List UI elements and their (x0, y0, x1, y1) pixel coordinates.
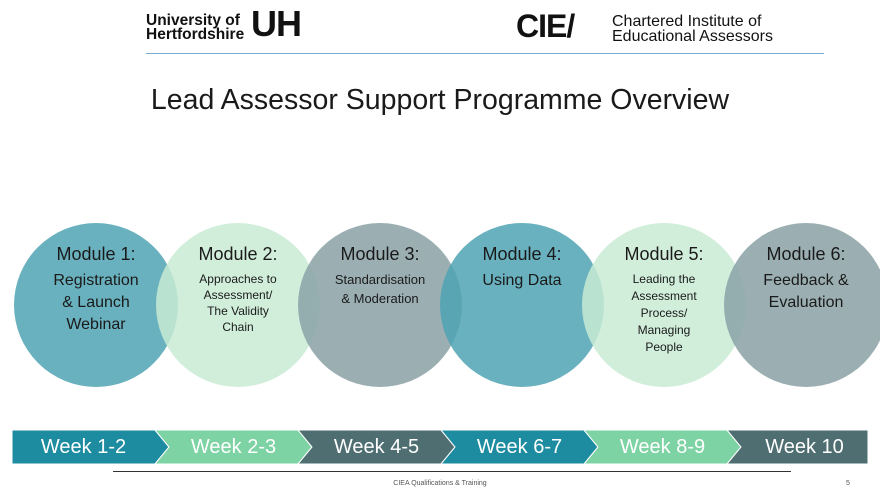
footer-divider (113, 471, 791, 472)
week-5-chevron (583, 430, 742, 464)
module-5-line: People (645, 340, 683, 354)
module-5-title: Module 5: (624, 244, 704, 264)
week-2-chevron (154, 430, 313, 464)
module-5-line: Leading the (632, 272, 696, 286)
week-3-chevron (297, 430, 456, 464)
week-3-label: Week 4-5 (333, 436, 420, 458)
module-3-line: Standardisation (334, 272, 426, 287)
ciea-name-line1: Chartered Institute of (612, 13, 762, 30)
module-4-line: Using Data (482, 272, 562, 289)
module-2-line: Approaches to (199, 272, 277, 286)
module-2-line: Assessment/ (203, 288, 273, 302)
module-1-title: Module 1: (56, 244, 136, 264)
module-1-line: Webinar (66, 316, 126, 333)
header-divider (146, 53, 824, 54)
university-name-line1: University of (146, 12, 240, 29)
footer-text: CIEA Qualifications & Training (393, 480, 487, 487)
module-3-title: Module 3: (340, 244, 420, 264)
module-5-line: Process/ (640, 306, 688, 320)
module-6-circle (724, 223, 880, 387)
module-2-line: The Validity (207, 304, 269, 318)
module-6-title: Module 6: (766, 244, 846, 264)
week-2-label: Week 2-3 (190, 436, 277, 458)
university-name-line2: Hertfordshire (146, 26, 245, 43)
week-4-label: Week 6-7 (476, 436, 563, 458)
ciea-name-line2: Educational Assessors (612, 28, 773, 45)
week-5-label: Week 8-9 (619, 436, 706, 458)
week-1-label: Week 1-2 (40, 436, 127, 458)
module-2-circle (156, 223, 320, 387)
week-6-label: Week 10 (765, 436, 844, 458)
module-2-title: Module 2: (198, 244, 278, 264)
week-timeline (11, 430, 869, 464)
module-1-line: Registration (53, 272, 139, 289)
module-4-circle (440, 223, 604, 387)
module-4-title: Module 4: (482, 244, 562, 264)
page-title: Lead Assessor Support Programme Overview (150, 84, 730, 116)
ciea-logo: CIE/ (516, 8, 575, 44)
module-6-line: Evaluation (768, 294, 844, 311)
university-name: University of Hertfordshire (146, 12, 245, 43)
module-5-circle (582, 223, 746, 387)
page-number: 5 (846, 480, 850, 487)
module-2-line: Chain (222, 320, 254, 334)
week-6-chevron (726, 430, 869, 464)
module-5-line: Assessment (631, 289, 697, 303)
module-3-circle (298, 223, 462, 387)
week-4-chevron (440, 430, 599, 464)
module-6-line: Feedback & (763, 272, 849, 289)
module-1-line: & Launch (62, 294, 130, 311)
module-1-circle (14, 223, 178, 387)
module-5-line: Managing (637, 323, 691, 337)
module-3-line: & Moderation (341, 291, 419, 306)
ciea-name: Chartered Institute of Educational Asses… (612, 13, 773, 45)
uh-logo: UH (251, 3, 302, 44)
